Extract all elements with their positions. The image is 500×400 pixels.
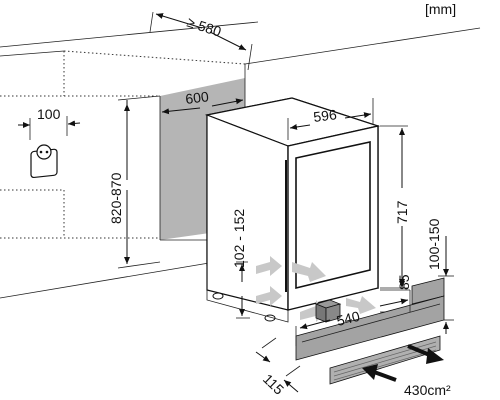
socket-icon: [30, 144, 58, 179]
plinth-width-dimension: 540: [295, 290, 411, 346]
glass-door: [295, 141, 371, 290]
units-label: [mm]: [425, 1, 456, 17]
appliance-height-label: 717: [394, 200, 410, 224]
cable-box: [314, 299, 342, 323]
appliance-width-dimension: 596: [287, 98, 374, 140]
plinth-front: [295, 295, 445, 361]
vent-opening-label: 85: [396, 274, 412, 290]
plinth-depth-dimension: 115: [255, 337, 301, 398]
air-out-arrow-lower: [346, 296, 376, 314]
socket-offset-dimension: 100: [18, 106, 81, 140]
appliance-height-dimension: 717: [380, 125, 410, 289]
appliance: [204, 97, 381, 323]
plinth-panel: [295, 277, 445, 385]
airflow-arrows: [256, 256, 376, 322]
air-in-arrow: [256, 256, 282, 276]
foot-height-label: 102 - 152: [231, 209, 247, 268]
ventilation-arrows: [362, 344, 444, 382]
air-out-arrow: [292, 262, 326, 282]
plinth-width-label: 540: [335, 308, 362, 329]
intake-arrow: [373, 370, 397, 382]
socket-offset-label: 100: [37, 106, 61, 122]
foot-height-dimension: 102 - 152: [231, 209, 250, 319]
plinth-range-label: 100-150: [426, 218, 442, 270]
depth-label: ≥ 580: [185, 14, 223, 40]
air-in-arrow-lower: [256, 286, 282, 306]
appliance-width-label: 596: [312, 106, 337, 125]
plinth-depth-label: 115: [260, 371, 287, 398]
vent-area-label: 430cm²: [404, 382, 451, 398]
niche-height-label: 820-870: [108, 172, 124, 224]
niche-width-label: 600: [184, 88, 209, 107]
niche-height-dimension: 820-870: [108, 95, 161, 269]
niche-width-dimension: 600: [161, 88, 244, 115]
